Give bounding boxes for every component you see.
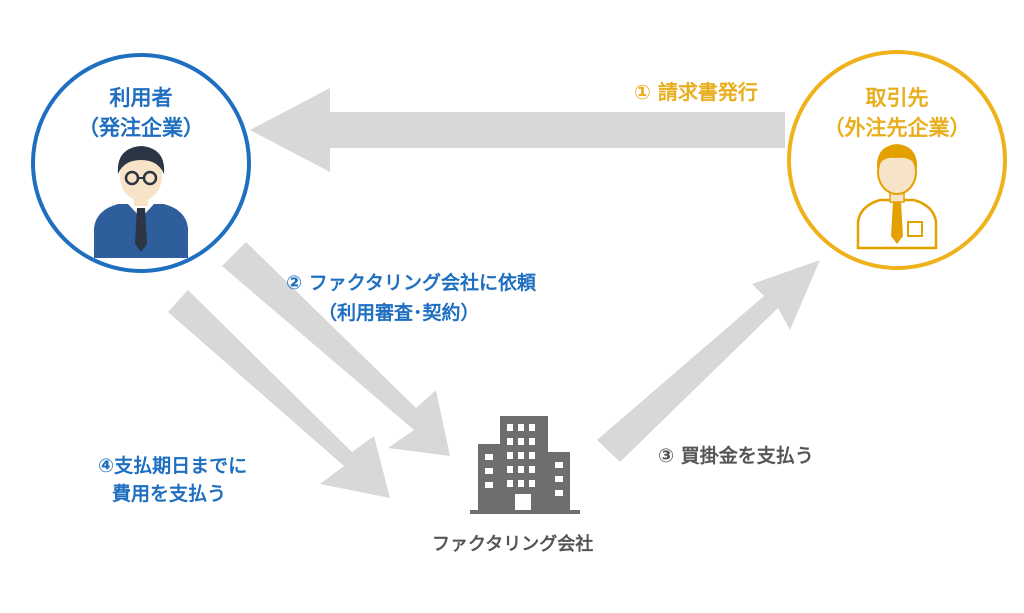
partner-sub: （外注先企業）	[823, 116, 971, 140]
office-worker-icon	[856, 144, 938, 250]
step-3-num: ③	[658, 445, 675, 467]
step-3-text: 買掛金を支払う	[680, 445, 814, 467]
arrow-payment	[168, 290, 390, 498]
step-4-line2: 費用を支払う	[112, 483, 227, 505]
user-sub: （発注企業）	[78, 116, 204, 140]
arrow-payable	[597, 260, 820, 462]
user-name: 利用者	[109, 86, 173, 110]
step-2-sub: （利用審査･契約）	[318, 302, 480, 324]
step-2-text: ファクタリング会社に依頼	[308, 272, 536, 294]
step-2-num: ②	[286, 272, 303, 294]
step-2-label: ② ファクタリング会社に依頼	[286, 268, 536, 295]
step-1-label: ① 請求書発行	[634, 76, 758, 105]
step-4-label: ④支払期日までに 費用を支払う	[98, 452, 247, 508]
factoring-company-label: ファクタリング会社	[432, 534, 594, 555]
partner-name: 取引先	[865, 86, 929, 110]
businessman-glasses-icon	[94, 146, 188, 258]
partner-label: 取引先 （外注先企業）	[797, 83, 997, 143]
step-4-line1: ④支払期日までに	[98, 455, 248, 477]
arrow-invoice	[250, 88, 785, 172]
step-1-text: 請求書発行	[657, 80, 758, 104]
step-1-num: ①	[634, 80, 651, 104]
user-label: 利用者 （発注企業）	[41, 83, 241, 143]
arrow-request	[222, 242, 450, 456]
office-building-icon	[470, 416, 580, 514]
step-3-label: ③ 買掛金を支払う	[658, 441, 814, 468]
